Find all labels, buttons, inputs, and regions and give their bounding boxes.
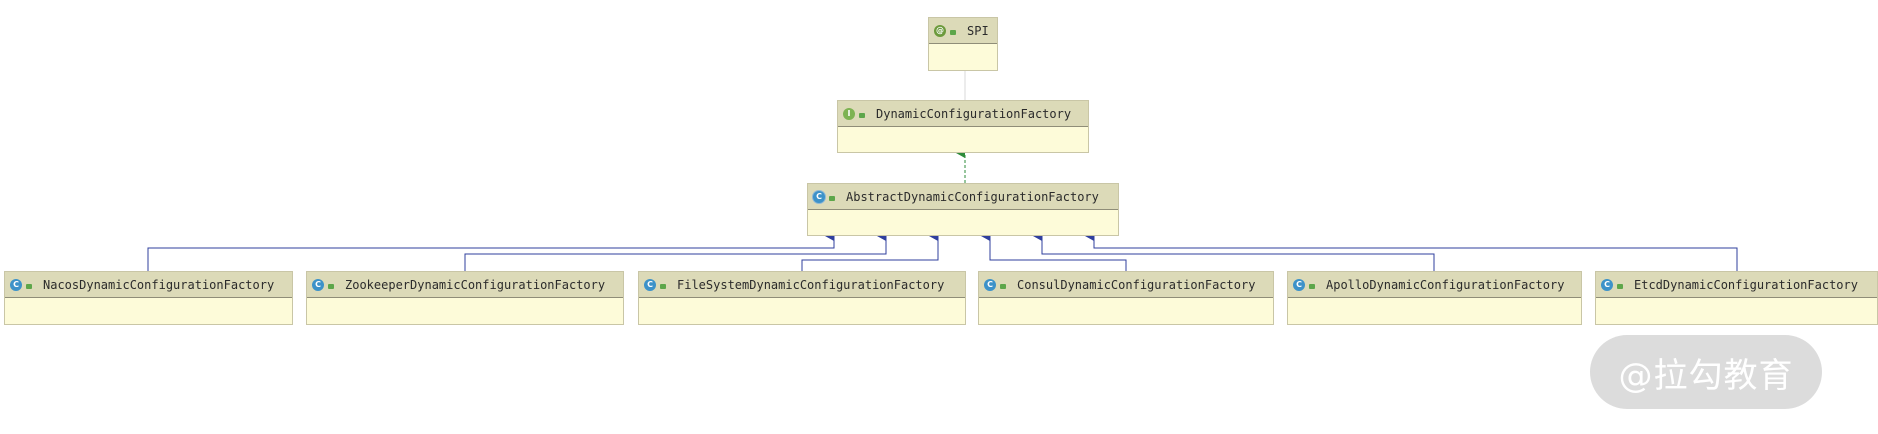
lock-icon bbox=[1617, 280, 1626, 289]
node-consul[interactable]: C ConsulDynamicConfigurationFactory bbox=[978, 271, 1274, 325]
node-etcd-label: EtcdDynamicConfigurationFactory bbox=[1634, 277, 1858, 292]
watermark: @拉勾教育 bbox=[1590, 335, 1822, 409]
lock-icon bbox=[829, 192, 838, 201]
node-apollo-header: C ApolloDynamicConfigurationFactory bbox=[1288, 272, 1581, 298]
interface-icon: I bbox=[843, 107, 855, 120]
lock-icon bbox=[859, 109, 868, 118]
annotation-icon: @ bbox=[934, 24, 946, 37]
node-dcf-header: I DynamicConfigurationFactory bbox=[838, 101, 1088, 127]
node-filesystem[interactable]: C FileSystemDynamicConfigurationFactory bbox=[638, 271, 966, 325]
edge-extends-zookeeper bbox=[464, 231, 887, 271]
node-zookeeper-header: C ZookeeperDynamicConfigurationFactory bbox=[307, 272, 623, 298]
node-consul-header: C ConsulDynamicConfigurationFactory bbox=[979, 272, 1273, 298]
class-icon: C bbox=[984, 278, 996, 291]
node-adcf-label: AbstractDynamicConfigurationFactory bbox=[846, 189, 1099, 204]
edge-extends-apollo bbox=[1033, 231, 1435, 271]
node-apollo[interactable]: C ApolloDynamicConfigurationFactory bbox=[1287, 271, 1582, 325]
node-etcd-header: C EtcdDynamicConfigurationFactory bbox=[1596, 272, 1877, 298]
class-icon: C bbox=[10, 278, 22, 291]
node-consul-label: ConsulDynamicConfigurationFactory bbox=[1017, 277, 1256, 292]
node-apollo-label: ApolloDynamicConfigurationFactory bbox=[1326, 277, 1565, 292]
node-spi-header: @ SPI bbox=[929, 18, 997, 44]
class-icon: C bbox=[312, 278, 324, 291]
node-spi[interactable]: @ SPI bbox=[928, 17, 998, 71]
node-nacos-label: NacosDynamicConfigurationFactory bbox=[43, 277, 275, 292]
lock-icon bbox=[328, 280, 337, 289]
class-icon: C bbox=[644, 278, 656, 291]
class-icon: C bbox=[1293, 278, 1305, 291]
lock-icon bbox=[1309, 280, 1318, 289]
watermark-text: @拉勾教育 bbox=[1618, 355, 1794, 396]
edge-extends-consul bbox=[981, 231, 1127, 271]
lock-icon bbox=[1000, 280, 1009, 289]
edge-extends-nacos bbox=[147, 231, 835, 271]
node-dynamic-configuration-factory[interactable]: I DynamicConfigurationFactory bbox=[837, 100, 1089, 153]
node-spi-label: SPI bbox=[967, 23, 989, 38]
node-filesystem-header: C FileSystemDynamicConfigurationFactory bbox=[639, 272, 965, 298]
abstract-class-icon: C bbox=[813, 190, 825, 203]
lock-icon bbox=[950, 26, 959, 35]
node-nacos-header: C NacosDynamicConfigurationFactory bbox=[5, 272, 292, 298]
node-zookeeper[interactable]: C ZookeeperDynamicConfigurationFactory bbox=[306, 271, 624, 325]
node-nacos[interactable]: C NacosDynamicConfigurationFactory bbox=[4, 271, 293, 325]
node-filesystem-label: FileSystemDynamicConfigurationFactory bbox=[677, 277, 945, 292]
edge-extends-etcd bbox=[1085, 231, 1738, 271]
edge-extends-filesystem bbox=[801, 231, 939, 271]
node-adcf-header: C AbstractDynamicConfigurationFactory bbox=[808, 184, 1118, 210]
node-abstract-dynamic-configuration-factory[interactable]: C AbstractDynamicConfigurationFactory bbox=[807, 183, 1119, 236]
lock-icon bbox=[660, 280, 669, 289]
class-icon: C bbox=[1601, 278, 1613, 291]
node-dcf-label: DynamicConfigurationFactory bbox=[876, 106, 1072, 121]
node-zookeeper-label: ZookeeperDynamicConfigurationFactory bbox=[345, 277, 606, 292]
node-etcd[interactable]: C EtcdDynamicConfigurationFactory bbox=[1595, 271, 1878, 325]
lock-icon bbox=[26, 280, 35, 289]
